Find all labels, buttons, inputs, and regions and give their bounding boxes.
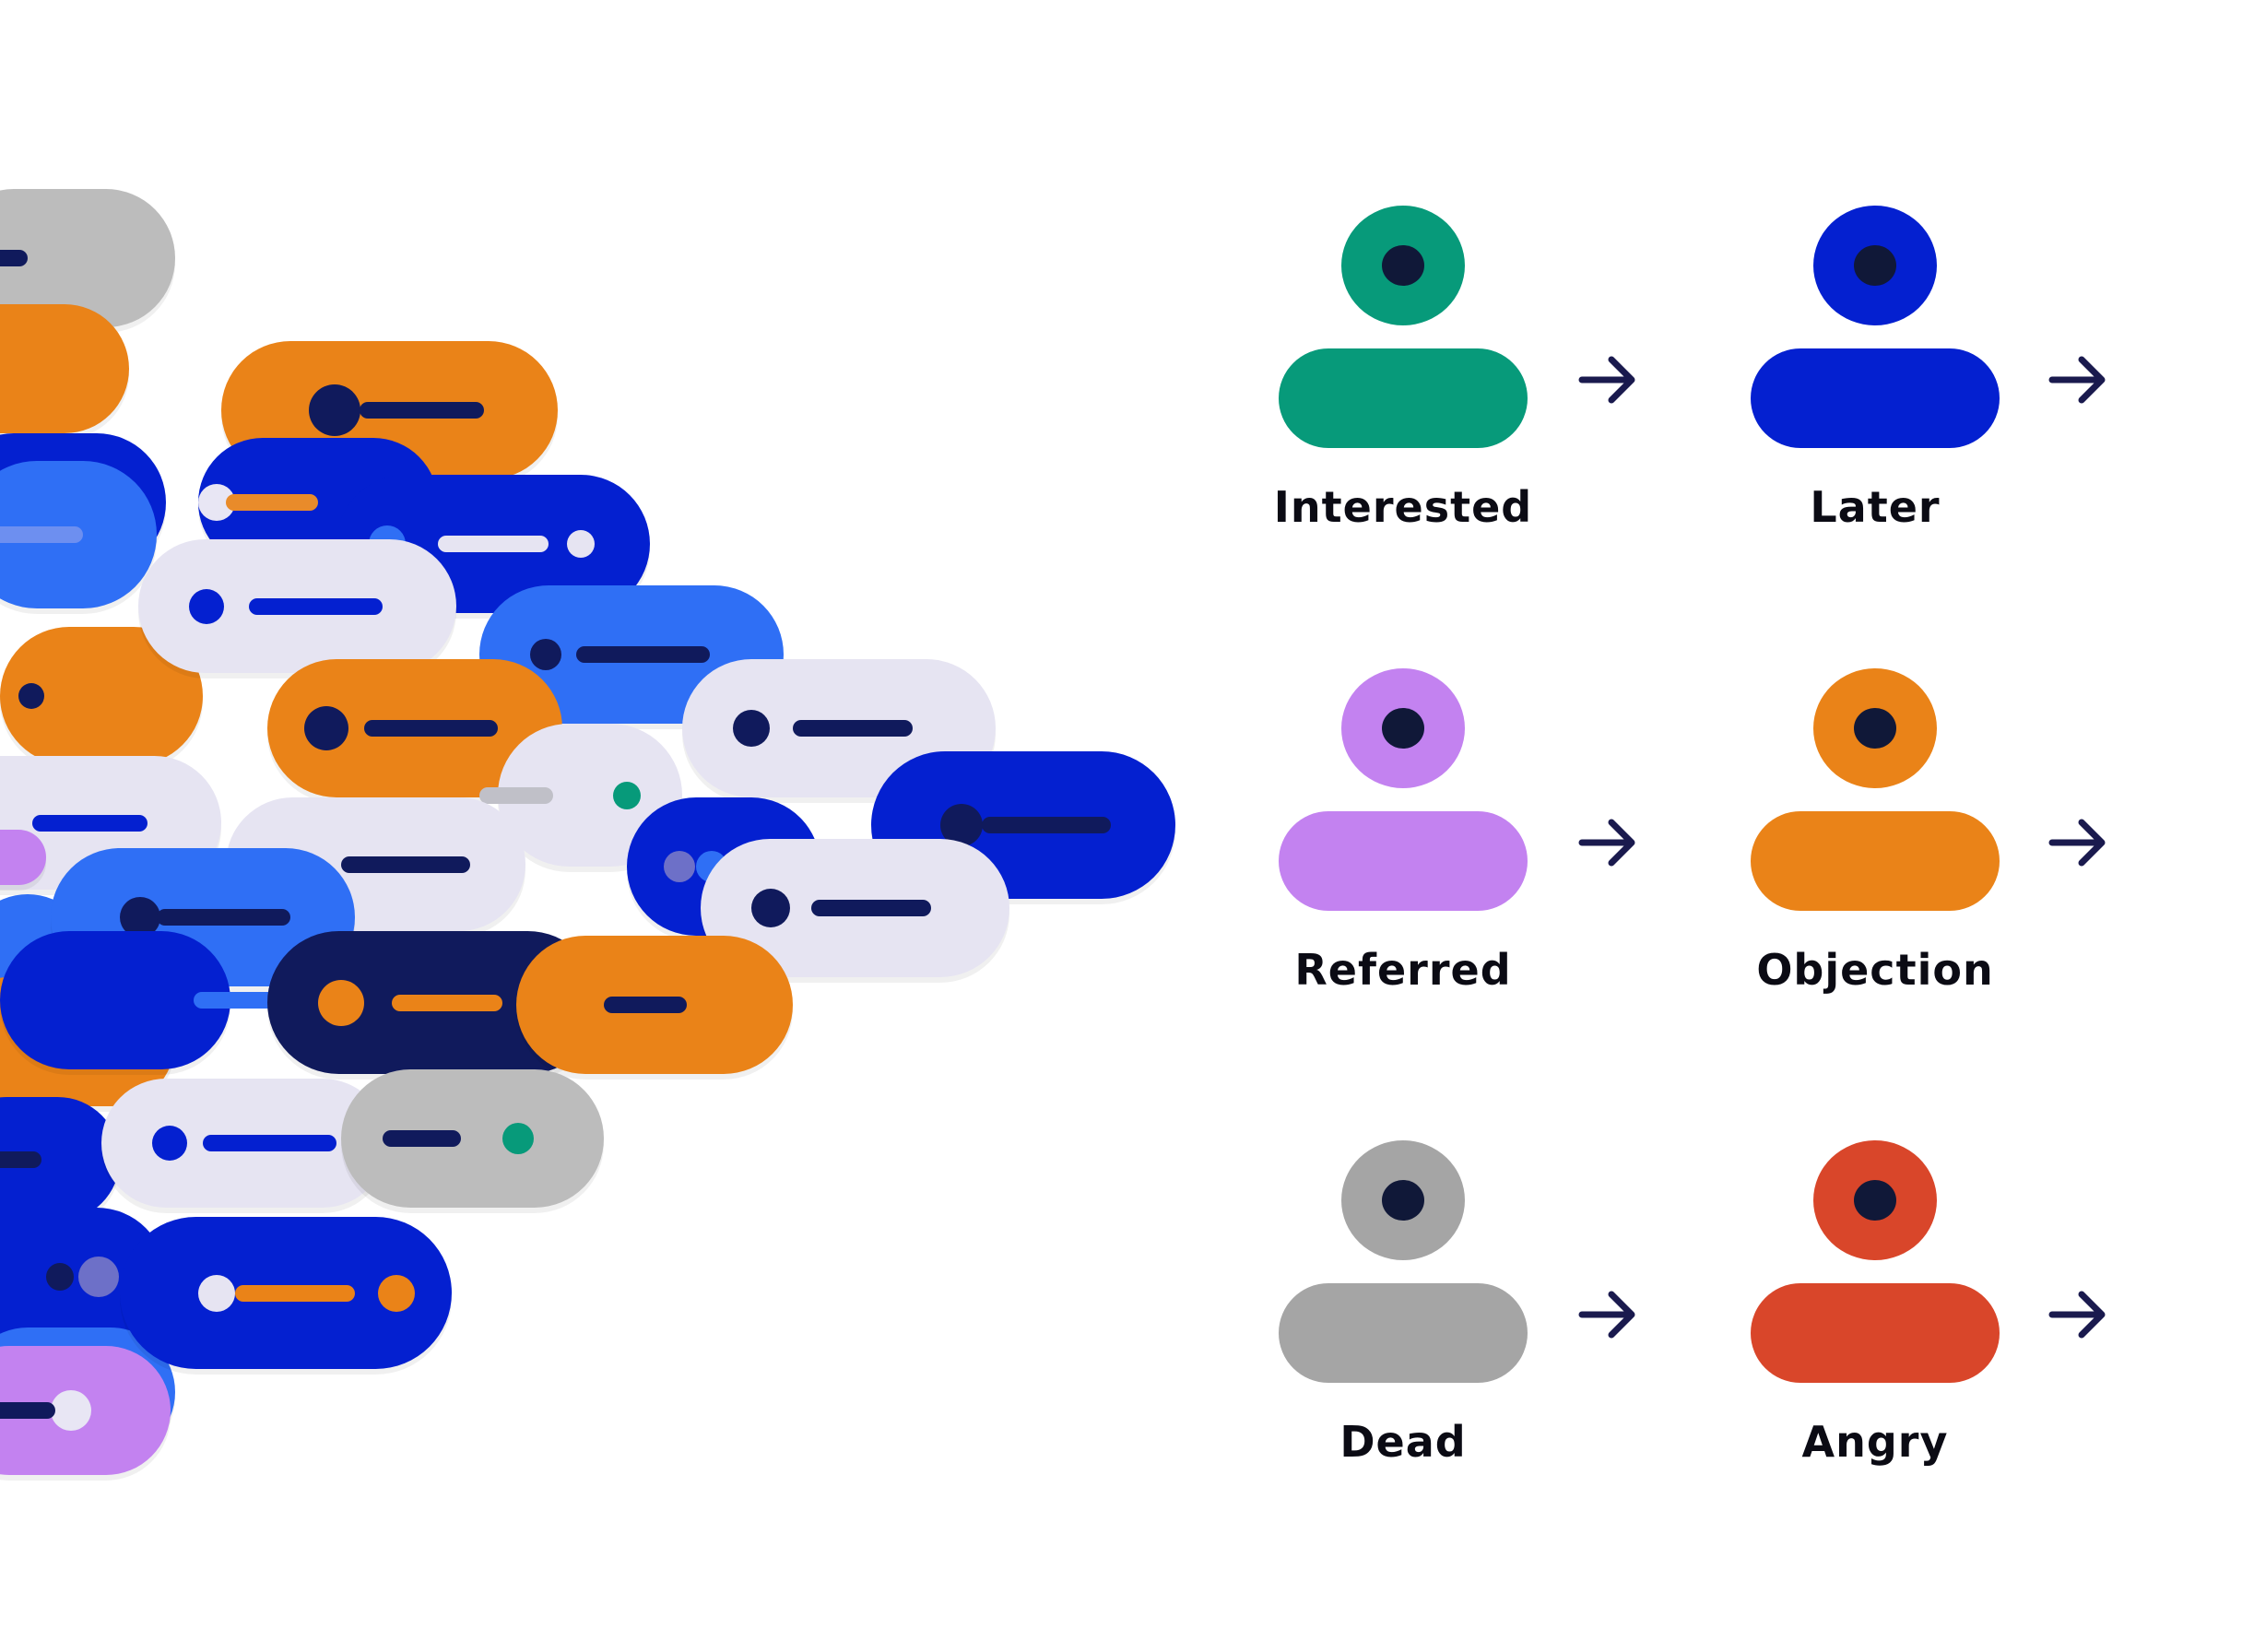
bubble-text-line — [203, 1135, 336, 1151]
message-bubble — [0, 931, 277, 1069]
persona-referred: Referred — [1279, 668, 1528, 1056]
arrow-right-icon — [1578, 819, 1635, 867]
bubble-dot — [18, 683, 44, 709]
persona-head-icon — [1341, 668, 1465, 788]
bubble-dot — [51, 1390, 91, 1431]
bubble-text-line — [0, 1150, 41, 1168]
bubble-text-line — [811, 900, 931, 916]
bubble-text-line — [604, 997, 687, 1013]
persona-later: Later — [1751, 206, 2000, 593]
persona-body — [1751, 811, 2000, 911]
message-bubble — [0, 304, 129, 433]
message-bubble — [0, 830, 46, 885]
persona-head-icon — [1813, 1140, 1937, 1260]
bubble-dot — [120, 897, 160, 938]
bubble-dot — [733, 710, 770, 747]
bubble-text-line — [793, 720, 913, 737]
arrow-right-icon — [1578, 356, 1635, 404]
persona-label: Interested — [1273, 482, 1533, 532]
bubble-text-line — [0, 1402, 55, 1419]
message-bubble — [101, 1079, 387, 1208]
persona-interested: Interested — [1274, 206, 1531, 593]
persona-angry: Angry — [1751, 1140, 2000, 1528]
arrow-right-icon — [2048, 356, 2106, 404]
bubble-dot — [751, 889, 790, 927]
persona-label: Angry — [1801, 1417, 1949, 1467]
bubble-dot — [78, 1257, 119, 1297]
bubble-text-line — [360, 402, 484, 419]
persona-body — [1279, 348, 1528, 448]
persona-eye — [1854, 708, 1896, 749]
message-bubble — [516, 936, 793, 1074]
bubble-dot — [309, 384, 360, 436]
persona-body — [1751, 348, 2000, 448]
persona-body — [1751, 1283, 2000, 1383]
message-bubble — [267, 659, 562, 797]
bubble-dot — [567, 530, 595, 558]
message-bubble-pile — [0, 189, 1175, 1475]
bubble-text-line — [0, 526, 83, 543]
message-bubble — [341, 1069, 604, 1208]
persona-label: Referred — [1294, 945, 1512, 995]
bubble-text-line — [383, 1130, 461, 1147]
arrow-right-icon — [2048, 819, 2106, 867]
arrow-right-icon — [2048, 1291, 2106, 1339]
bubble-text-line — [194, 992, 277, 1009]
bubble-text-line — [341, 856, 470, 873]
message-bubble — [0, 1346, 171, 1475]
bubble-text-line — [364, 720, 498, 737]
bubble-dot — [378, 1274, 415, 1312]
message-bubble — [0, 461, 157, 608]
persona-head-icon — [1341, 1140, 1465, 1260]
bubble-dot — [613, 781, 641, 809]
bubble-text-line — [576, 646, 710, 663]
bubble-text-line — [249, 597, 383, 615]
persona-body — [1279, 1283, 1528, 1383]
persona-head-icon — [1341, 206, 1465, 325]
bubble-text-line — [226, 494, 318, 511]
bubble-text-line — [479, 786, 553, 804]
bubble-dot — [664, 851, 695, 882]
bubble-dot — [198, 1274, 235, 1312]
persona-head-icon — [1813, 668, 1937, 788]
persona-label: Dead — [1339, 1417, 1467, 1467]
bubble-text-line — [235, 1284, 355, 1302]
bubble-text-line — [157, 909, 290, 926]
persona-eye — [1382, 708, 1424, 749]
persona-eye — [1854, 1180, 1896, 1221]
bubble-text-line — [392, 994, 502, 1011]
message-bubble — [0, 1097, 120, 1221]
message-bubble — [120, 1217, 452, 1369]
persona-dead: Dead — [1279, 1140, 1528, 1528]
persona-head-icon — [1813, 206, 1937, 325]
persona-eye — [1382, 1180, 1424, 1221]
persona-body — [1279, 811, 1528, 911]
bubble-text-line — [32, 814, 148, 832]
bubble-dot — [502, 1123, 534, 1154]
persona-eye — [1854, 245, 1896, 286]
bubble-dot — [189, 588, 224, 624]
bubble-dot — [530, 639, 561, 670]
bubble-text-line — [982, 817, 1111, 833]
bubble-dot — [304, 706, 348, 750]
bubble-dot — [318, 979, 364, 1026]
message-bubble — [138, 539, 456, 673]
persona-eye — [1382, 245, 1424, 286]
persona-label: Objection — [1756, 945, 1994, 995]
bubble-text-line — [0, 250, 28, 266]
persona-objection: Objection — [1751, 668, 2000, 1056]
arrow-right-icon — [1578, 1291, 1635, 1339]
persona-label: Later — [1810, 482, 1941, 532]
bubble-dot — [152, 1126, 187, 1161]
bubble-text-line — [438, 536, 549, 552]
bubble-dot — [46, 1263, 74, 1291]
